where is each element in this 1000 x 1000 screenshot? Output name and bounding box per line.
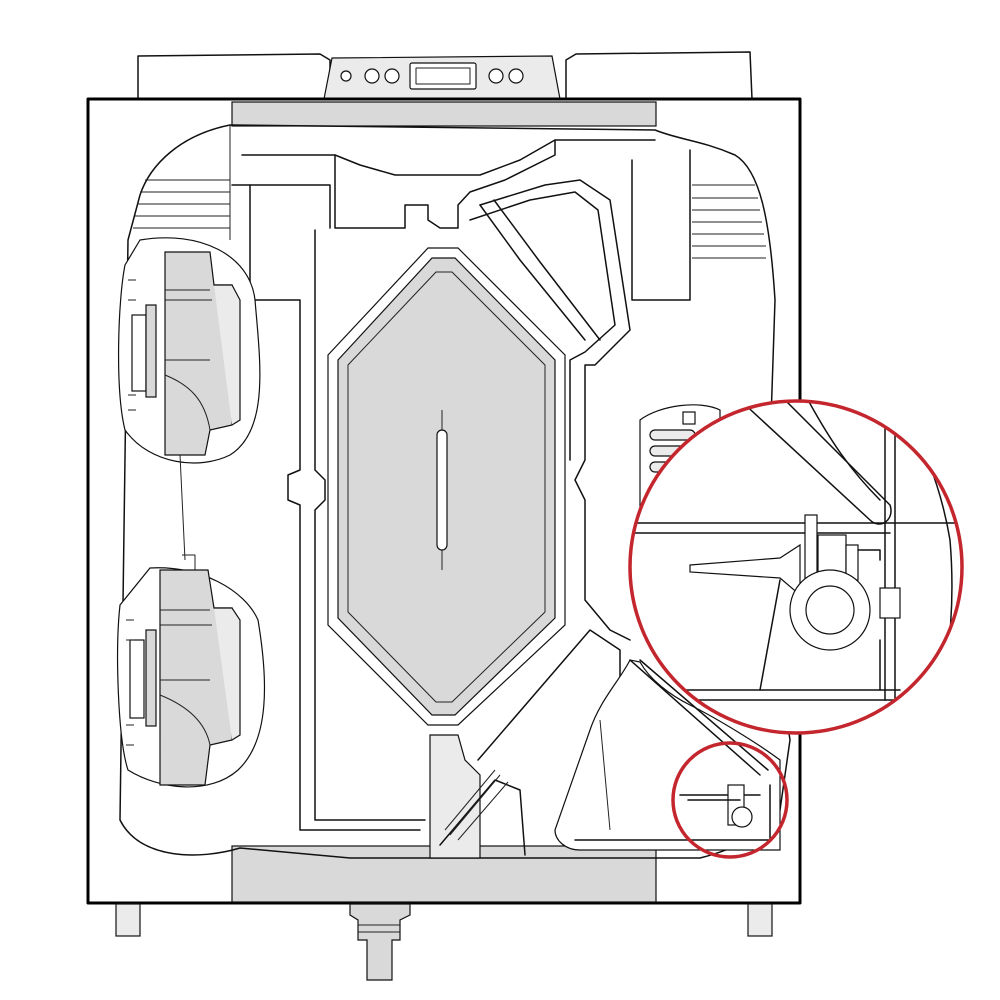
control-button-1 xyxy=(340,70,352,82)
channel-walls xyxy=(231,139,691,831)
control-panel xyxy=(323,55,561,100)
control-button-3 xyxy=(384,68,400,84)
magnified-detail xyxy=(628,399,964,735)
heat-exchanger xyxy=(327,247,566,726)
fan-upper xyxy=(117,237,261,464)
bottom-channels xyxy=(429,629,621,859)
top-panel-band xyxy=(231,101,657,127)
fan-lower xyxy=(117,454,266,788)
control-button-4 xyxy=(488,68,504,84)
drain-tray xyxy=(554,659,781,851)
drain-connector xyxy=(349,903,411,981)
control-button-2 xyxy=(364,68,380,84)
right-grille xyxy=(692,184,766,259)
control-button-5 xyxy=(508,68,524,84)
control-display xyxy=(409,62,477,90)
unit-feet xyxy=(115,903,773,937)
detail-marker-circle xyxy=(671,741,789,859)
left-grille xyxy=(133,125,231,240)
